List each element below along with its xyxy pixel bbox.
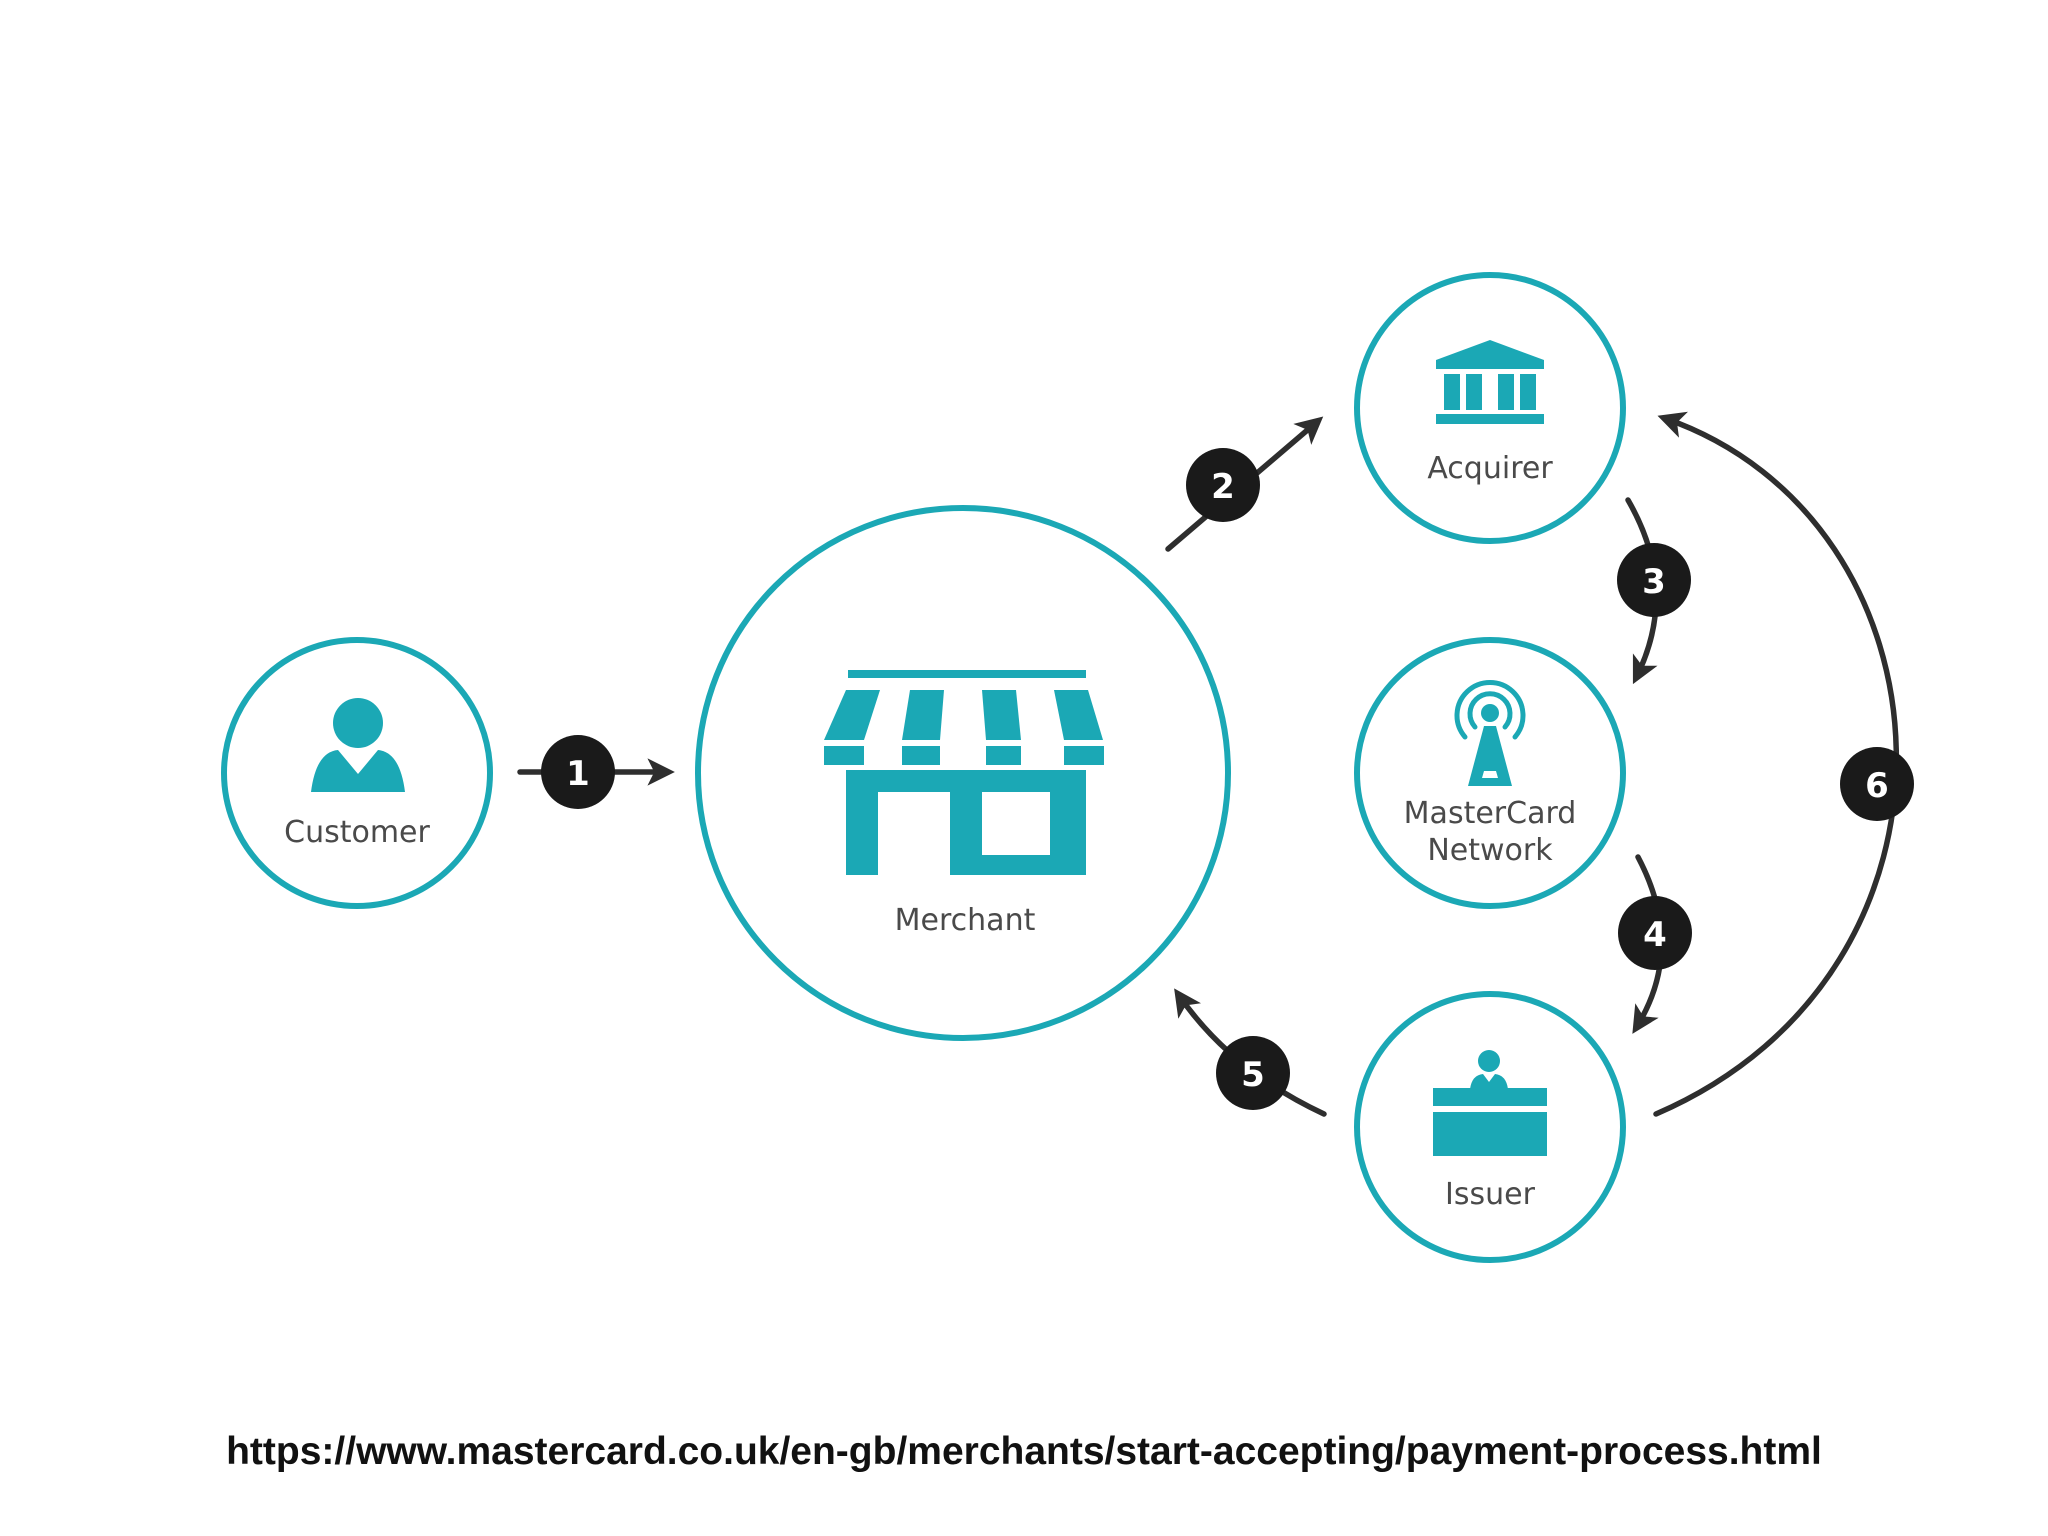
- node-label: Acquirer: [1427, 451, 1553, 486]
- source-url: https://www.mastercard.co.uk/en-gb/merch…: [226, 1430, 1822, 1473]
- node-label: Issuer: [1445, 1177, 1536, 1212]
- antenna-tower-icon: [1454, 679, 1526, 786]
- clerk-desk-icon: [1433, 1050, 1547, 1156]
- node-label-line-1: MasterCard: [1404, 796, 1577, 831]
- node-customer: Customer: [221, 637, 493, 909]
- step-number: 5: [1241, 1055, 1265, 1095]
- node-acquirer: Acquirer: [1354, 272, 1626, 544]
- step-number: 4: [1643, 915, 1667, 955]
- person-icon: [311, 698, 405, 792]
- node-label: Customer: [284, 815, 430, 850]
- storefront-icon: [824, 670, 1104, 875]
- arrow-issuer-to-acquirer: [1653, 411, 1899, 1117]
- step-number: 2: [1211, 467, 1235, 507]
- step-badge-2: 2: [1186, 448, 1260, 522]
- node-label-line-2: Network: [1427, 833, 1553, 868]
- step-number: 3: [1642, 562, 1666, 602]
- step-badges: 1 2 3 4 5 6: [541, 448, 1914, 1110]
- bank-icon: [1436, 340, 1544, 424]
- step-badge-3: 3: [1617, 543, 1691, 617]
- step-badge-5: 5: [1216, 1036, 1290, 1110]
- step-badge-1: 1: [541, 735, 615, 809]
- node-label: Merchant: [895, 903, 1036, 938]
- node-issuer: Issuer: [1354, 991, 1626, 1263]
- node-network: MasterCard Network: [1354, 637, 1626, 909]
- step-badge-4: 4: [1618, 896, 1692, 970]
- step-number: 6: [1865, 766, 1889, 806]
- node-circle: [1354, 637, 1626, 909]
- node-merchant: Merchant: [695, 505, 1231, 1041]
- step-badge-6: 6: [1840, 747, 1914, 821]
- node-circle: [1354, 272, 1626, 544]
- step-number: 1: [566, 754, 590, 794]
